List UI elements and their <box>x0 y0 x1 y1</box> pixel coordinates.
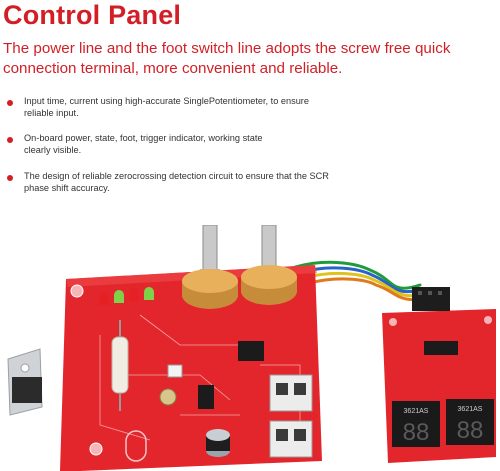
bullet-dot-1 <box>7 100 13 106</box>
bullet-2-line-2: clearly visible. <box>24 145 82 155</box>
display-chip-label-left: 3621AS <box>404 408 429 415</box>
relay-block <box>167 364 183 378</box>
bullet-1-line-1: Input time, current using high-accurate … <box>24 96 309 106</box>
ic-optocoupler <box>198 385 214 409</box>
product-photo: 3621AS 3621AS 88 88 <box>0 224 500 471</box>
bullet-text-1: Input time, current using high-accurate … <box>24 95 324 119</box>
indicator-leds <box>99 287 154 305</box>
seven-segment-left: 88 <box>403 419 430 446</box>
scr-heatsink <box>7 348 43 416</box>
seven-segment-right: 88 <box>457 417 484 444</box>
bullet-2-line-1: On-board power, state, foot, trigger ind… <box>24 133 263 143</box>
page-title: Control Panel <box>3 0 182 30</box>
bullet-text-3: The design of reliable zerocrossing dete… <box>24 170 354 194</box>
display-board: 3621AS 3621AS 88 88 <box>382 287 496 463</box>
terminal-block-top <box>269 374 313 412</box>
terminal-block-bottom <box>269 420 313 458</box>
display-chip-label-right: 3621AS <box>458 406 483 413</box>
capacitor-small <box>159 388 177 406</box>
bullet-1-line-2: reliable input. <box>24 108 79 118</box>
bullet-3-line-1: The design of reliable zerocrossing dete… <box>24 171 329 181</box>
potentiometer-right <box>241 224 297 305</box>
ic-chip <box>238 341 264 361</box>
bullet-text-2: On-board power, state, foot, trigger ind… <box>24 132 324 156</box>
bullet-dot-2 <box>7 137 13 143</box>
power-resistor <box>111 320 129 411</box>
bullet-3-line-2: phase shift accuracy. <box>24 183 110 193</box>
fuse-outline <box>125 430 147 462</box>
capacitor-large <box>206 429 230 457</box>
bullet-dot-3 <box>7 175 13 181</box>
page-subtitle: The power line and the foot switch line … <box>3 40 451 77</box>
potentiometer-left <box>182 224 238 309</box>
